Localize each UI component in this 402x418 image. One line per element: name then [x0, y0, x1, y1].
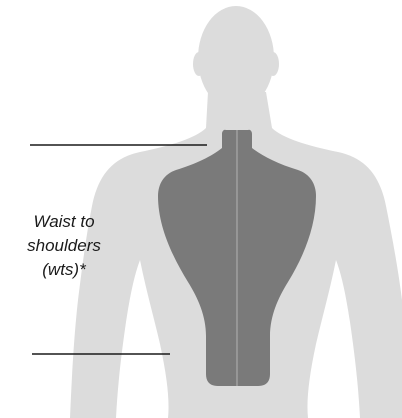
left-ear-shape	[193, 52, 205, 76]
right-ear-shape	[267, 52, 279, 76]
measurement-label-line-1: Waist to	[8, 210, 120, 234]
measurement-label: Waist to shoulders (wts)*	[8, 210, 120, 282]
measurement-label-line-3: (wts)*	[8, 258, 120, 282]
measurement-label-line-2: shoulders	[8, 234, 120, 258]
